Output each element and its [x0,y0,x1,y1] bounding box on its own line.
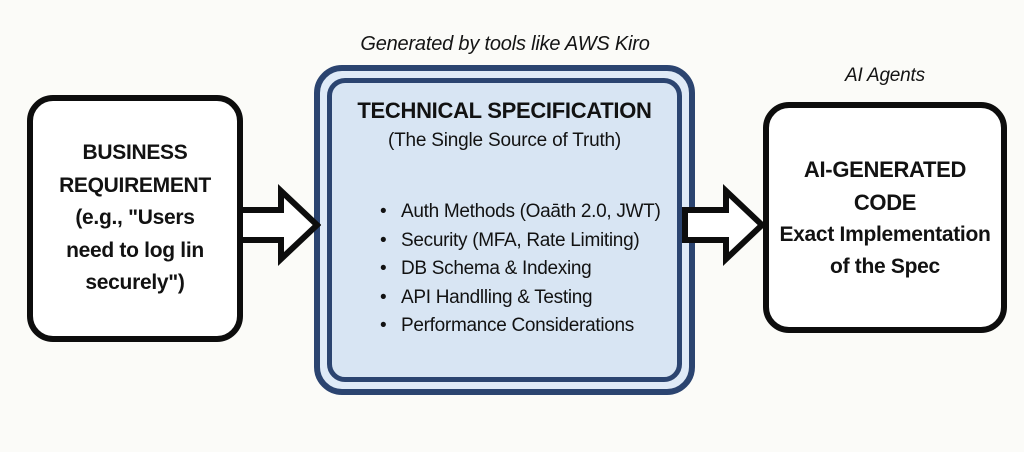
ai-generated-code-box: AI-GENERATED CODE Exact Implementation o… [763,102,1007,333]
spec-bullet-item: API Handlling & Testing [380,284,677,313]
spec-title: TECHNICAL SPECIFICATION [357,98,652,123]
spec-bullet-item: DB Schema & Indexing [380,255,677,284]
spec-bullet-item: Performance Considerations [380,312,677,341]
technical-specification-box: TECHNICAL SPECIFICATION (The Single Sour… [314,65,695,395]
business-requirement-text: BUSINESS REQUIREMENT (e.g., "Users need … [59,141,211,295]
spec-tool-label: Generated by tools like AWS Kiro [360,33,650,55]
spec-bullet-item: Auth Methods (Oaāth 2.0, JWT) [380,198,677,227]
flow-arrow-icon [682,184,766,266]
flow-arrow-icon [237,184,321,266]
ai-agents-label: AI Agents [845,65,925,86]
business-requirement-box: BUSINESS REQUIREMENT (e.g., "Users need … [27,95,243,342]
spec-bullet-item: Security (MFA, Rate Limiting) [380,227,677,256]
spec-subtitle: (The Single Source of Truth) [387,129,622,151]
code-box-subtitle: Exact Implementation of the Spec [779,223,991,278]
spec-bullet-list: Auth Methods (Oaāth 2.0, JWT)Security (M… [332,198,677,341]
technical-specification-inner: TECHNICAL SPECIFICATION (The Single Sour… [327,78,682,382]
code-box-title: AI-GENERATED CODE [803,157,967,215]
